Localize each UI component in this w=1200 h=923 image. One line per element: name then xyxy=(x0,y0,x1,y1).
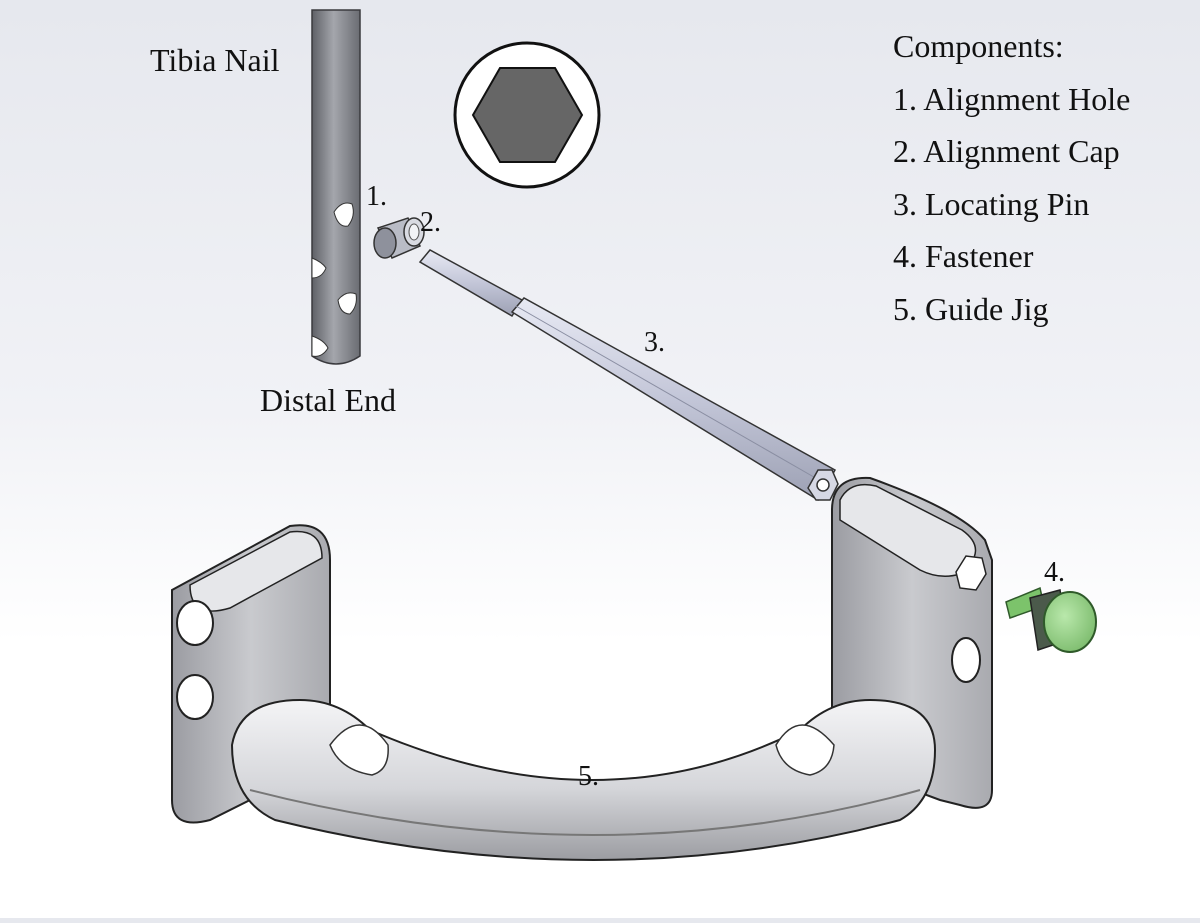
guide-jig xyxy=(171,476,993,861)
legend-item: 1. Alignment Hole xyxy=(893,80,1131,117)
legend-item: 3. Locating Pin xyxy=(893,185,1090,222)
marker-2: 2. xyxy=(420,207,441,238)
marker-5: 5. xyxy=(578,761,599,792)
legend-item: 5. Guide Jig xyxy=(893,290,1049,327)
legend-item: 2. Alignment Cap xyxy=(893,133,1120,169)
fastener xyxy=(1005,586,1097,653)
marker-4: 4. xyxy=(1044,557,1065,588)
alignment-cap xyxy=(373,217,425,259)
marker-3: 3. xyxy=(644,327,665,358)
distal-end-label: Distal End xyxy=(260,382,396,418)
tibia-nail xyxy=(311,9,361,365)
marker-1: 1. xyxy=(366,181,387,212)
tibia-nail-label: Tibia Nail xyxy=(150,42,280,78)
hex-cross-section-inset xyxy=(453,41,601,189)
legend-item: 4. Fastener xyxy=(893,238,1034,274)
components-legend: Components: 1. Alignment Hole 2. Alignme… xyxy=(893,30,1130,345)
legend-title: Components: xyxy=(893,28,1064,64)
locating-pin xyxy=(418,249,839,502)
